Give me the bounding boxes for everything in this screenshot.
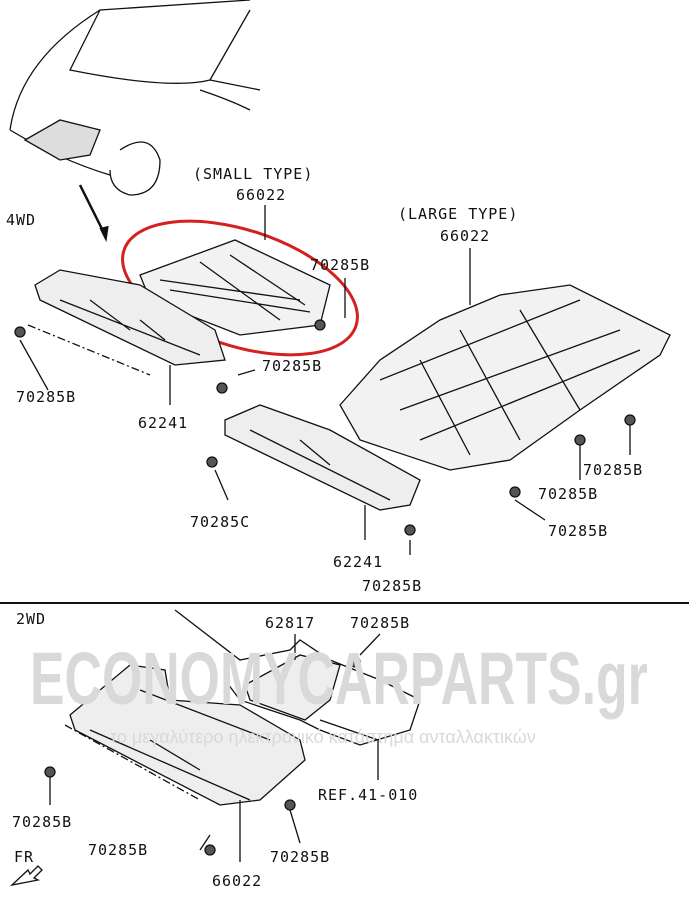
skid-plate-large-type — [339, 284, 671, 471]
part-number-70285b: 70285B — [362, 577, 423, 595]
part-number-66022-large: 66022 — [440, 227, 491, 245]
leader-lines — [14, 205, 636, 862]
front-direction-label: FR — [14, 848, 35, 866]
section-4wd: 4WD — [6, 211, 37, 229]
front-arrow-icon — [9, 865, 43, 887]
part-number-70285b: 70285B — [262, 357, 323, 375]
small-type-label: (SMALL TYPE) — [193, 165, 314, 183]
part-number-70285b: 70285B — [310, 256, 371, 274]
part-number-70285b: 70285B — [583, 461, 644, 479]
watermark-tagline: το μεγαλύτερο ηλεκτρονικό κατάστημα αντα… — [110, 727, 536, 747]
part-number-70285b: 70285B — [350, 614, 411, 632]
reference-41-010: REF.41-010 — [318, 786, 419, 804]
part-number-62817: 62817 — [265, 614, 316, 632]
part-number-62241: 62241 — [138, 414, 189, 432]
part-number-70285b: 70285B — [538, 485, 599, 503]
part-number-70285b: 70285B — [16, 388, 77, 406]
engine-cover-left — [27, 269, 226, 376]
part-number-70285b: 70285B — [88, 841, 149, 859]
large-type-label: (LARGE TYPE) — [398, 205, 519, 223]
section-2wd: 2WD — [16, 610, 47, 628]
part-number-66022-small: 66022 — [236, 186, 287, 204]
part-number-70285b: 70285B — [270, 848, 331, 866]
part-number-70285c: 70285C — [190, 513, 251, 531]
part-number-70285b: 70285B — [12, 813, 73, 831]
engine-cover-middle — [224, 404, 421, 511]
part-number-66022-2wd: 66022 — [212, 872, 263, 890]
skid-plate-2wd — [64, 609, 421, 806]
watermark-brand: ECONOMYCARPARTS.gr — [30, 637, 648, 720]
vehicle-outline — [9, 0, 261, 243]
part-number-62241: 62241 — [333, 553, 384, 571]
part-number-70285b: 70285B — [548, 522, 609, 540]
